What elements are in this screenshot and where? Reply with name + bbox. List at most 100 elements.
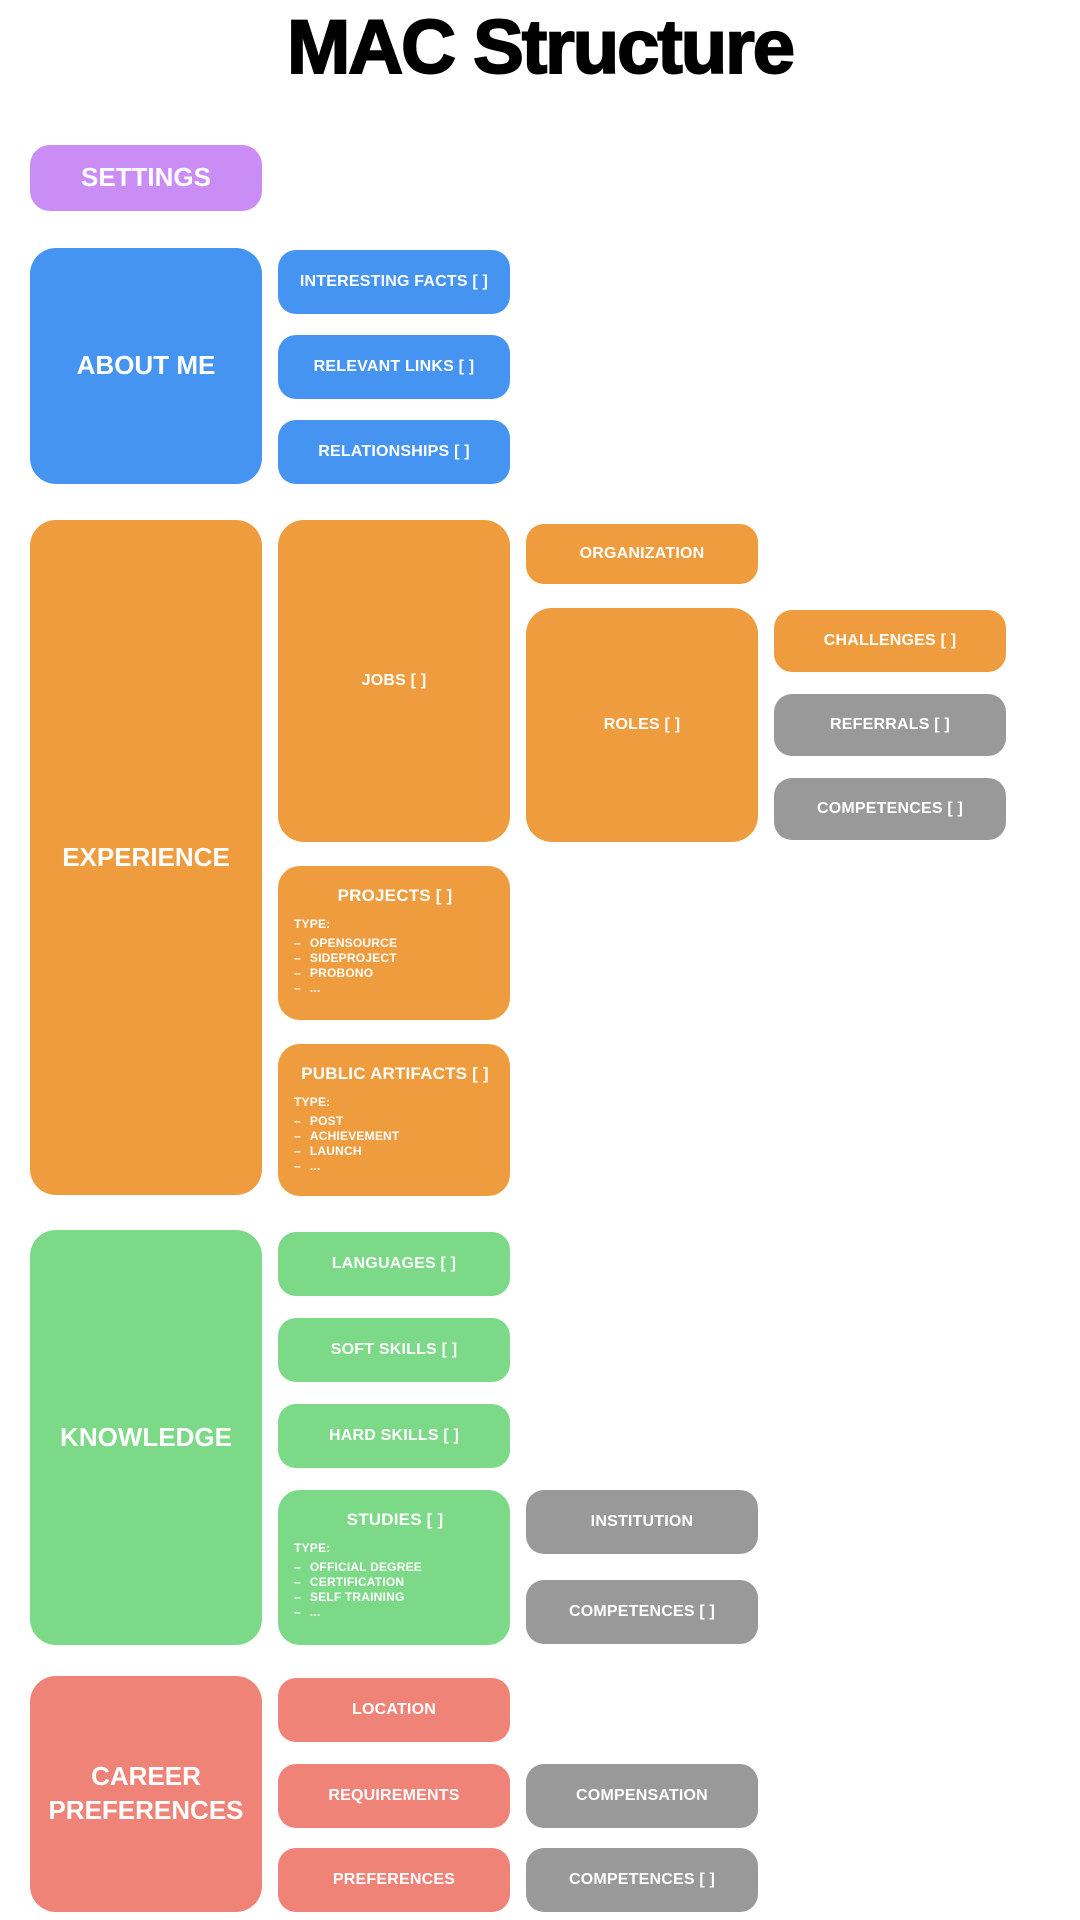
about-me-box[interactable]: ABOUT ME <box>30 248 262 484</box>
preferences-label: PREFERENCES <box>332 1871 456 1888</box>
referrals-box[interactable]: REFERRALS [ ] <box>774 694 1006 756</box>
studies-type-list: TYPE: –OFFICIAL DEGREE–CERTIFICATION–SEL… <box>294 1541 496 1620</box>
hard-skills-label: HARD SKILLS [ ] <box>328 1427 460 1444</box>
type-list-item: –CERTIFICATION <box>294 1575 496 1590</box>
type-list-item-text: ... <box>309 981 321 995</box>
studies-competences-box[interactable]: COMPETENCES [ ] <box>526 1580 758 1644</box>
type-list-item-text: SIDEPROJECT <box>309 951 397 965</box>
challenges-label: CHALLENGES [ ] <box>823 632 957 649</box>
career-competences-label: COMPETENCES [ ] <box>568 1871 716 1888</box>
type-list-item: –... <box>294 1159 496 1174</box>
knowledge-box[interactable]: KNOWLEDGE <box>30 1230 262 1645</box>
soft-skills-label: SOFT SKILLS [ ] <box>330 1341 458 1358</box>
roles-competences-label: COMPETENCES [ ] <box>816 800 964 817</box>
interesting-facts-box[interactable]: INTERESTING FACTS [ ] <box>278 250 510 314</box>
list-bullet: – <box>294 951 301 965</box>
organization-box[interactable]: ORGANIZATION <box>526 524 758 584</box>
requirements-label: REQUIREMENTS <box>328 1787 460 1804</box>
type-list-item-text: POST <box>309 1114 344 1128</box>
type-list-item: –OPENSOURCE <box>294 936 496 951</box>
type-heading: TYPE: <box>294 1095 331 1109</box>
projects-label: PROJECTS [ ] <box>337 886 453 905</box>
public-artifacts-type-list: TYPE: –POST–ACHIEVEMENT–LAUNCH–... <box>294 1095 496 1174</box>
type-list-item: –SIDEPROJECT <box>294 951 496 966</box>
type-list-item: –... <box>294 1605 496 1620</box>
public-artifacts-box[interactable]: PUBLIC ARTIFACTS [ ] TYPE: –POST–ACHIEVE… <box>278 1044 510 1196</box>
type-list-item: –LAUNCH <box>294 1144 496 1159</box>
relationships-box[interactable]: RELATIONSHIPS [ ] <box>278 420 510 484</box>
preferences-box[interactable]: PREFERENCES <box>278 1848 510 1912</box>
list-bullet: – <box>294 1129 301 1143</box>
type-list-item: –SELF TRAINING <box>294 1590 496 1605</box>
roles-competences-box[interactable]: COMPETENCES [ ] <box>774 778 1006 840</box>
institution-label: INSTITUTION <box>590 1513 694 1530</box>
list-bullet: – <box>294 1575 301 1589</box>
relevant-links-label: RELEVANT LINKS [ ] <box>313 358 475 375</box>
organization-label: ORGANIZATION <box>579 545 705 562</box>
soft-skills-box[interactable]: SOFT SKILLS [ ] <box>278 1318 510 1382</box>
languages-label: LANGUAGES [ ] <box>331 1255 457 1272</box>
settings-label: SETTINGS <box>80 162 211 193</box>
list-bullet: – <box>294 1144 301 1158</box>
projects-type-list: TYPE: –OPENSOURCE–SIDEPROJECT–PROBONO–..… <box>294 917 496 996</box>
type-list-item-text: ACHIEVEMENT <box>309 1129 400 1143</box>
location-label: LOCATION <box>352 1701 436 1718</box>
type-list-item: –POST <box>294 1114 496 1129</box>
list-bullet: – <box>294 1560 301 1574</box>
interesting-facts-label: INTERESTING FACTS [ ] <box>299 273 489 290</box>
page-title: MAC Structure <box>286 4 796 91</box>
studies-label: STUDIES [ ] <box>346 1510 444 1529</box>
type-heading: TYPE: <box>294 1541 331 1555</box>
type-list-item-text: PROBONO <box>309 966 374 980</box>
list-bullet: – <box>294 1590 301 1604</box>
roles-label: ROLES [ ] <box>603 716 681 733</box>
hard-skills-box[interactable]: HARD SKILLS [ ] <box>278 1404 510 1468</box>
roles-box[interactable]: ROLES [ ] <box>526 608 758 842</box>
knowledge-label: KNOWLEDGE <box>60 1421 232 1452</box>
type-list-item: –PROBONO <box>294 966 496 981</box>
type-heading: TYPE: <box>294 917 331 931</box>
settings-box[interactable]: SETTINGS <box>30 145 262 211</box>
type-list-item-text: ... <box>309 1605 321 1619</box>
type-list-item: –ACHIEVEMENT <box>294 1129 496 1144</box>
studies-box[interactable]: STUDIES [ ] TYPE: –OFFICIAL DEGREE–CERTI… <box>278 1490 510 1645</box>
institution-box[interactable]: INSTITUTION <box>526 1490 758 1554</box>
studies-competences-label: COMPETENCES [ ] <box>568 1603 716 1620</box>
relationships-label: RELATIONSHIPS [ ] <box>318 443 470 460</box>
challenges-box[interactable]: CHALLENGES [ ] <box>774 610 1006 672</box>
projects-box[interactable]: PROJECTS [ ] TYPE: –OPENSOURCE–SIDEPROJE… <box>278 866 510 1020</box>
compensation-label: COMPENSATION <box>576 1787 708 1804</box>
about-me-label: ABOUT ME <box>76 350 216 381</box>
type-list-item-text: ... <box>309 1159 321 1173</box>
list-bullet: – <box>294 936 301 950</box>
referrals-label: REFERRALS [ ] <box>830 716 950 733</box>
location-box[interactable]: LOCATION <box>278 1678 510 1742</box>
career-preferences-label: CAREER PREFERENCES <box>48 1761 244 1825</box>
career-preferences-box[interactable]: CAREER PREFERENCES <box>30 1676 262 1912</box>
type-list-item: –OFFICIAL DEGREE <box>294 1560 496 1575</box>
public-artifacts-label: PUBLIC ARTIFACTS [ ] <box>301 1064 489 1083</box>
languages-box[interactable]: LANGUAGES [ ] <box>278 1232 510 1296</box>
type-list-item-text: LAUNCH <box>309 1144 362 1158</box>
list-bullet: – <box>294 1159 301 1173</box>
experience-label: EXPERIENCE <box>62 841 230 872</box>
type-list-item-text: CERTIFICATION <box>309 1575 405 1589</box>
type-list-item-text: SELF TRAINING <box>309 1590 405 1604</box>
compensation-box[interactable]: COMPENSATION <box>526 1764 758 1828</box>
jobs-box[interactable]: JOBS [ ] <box>278 520 510 842</box>
type-list-item-text: OFFICIAL DEGREE <box>309 1560 422 1574</box>
list-bullet: – <box>294 1605 301 1619</box>
type-items: –POST–ACHIEVEMENT–LAUNCH–... <box>294 1114 496 1174</box>
type-list-item-text: OPENSOURCE <box>309 936 398 950</box>
experience-box[interactable]: EXPERIENCE <box>30 520 262 1195</box>
career-competences-box[interactable]: COMPETENCES [ ] <box>526 1848 758 1912</box>
type-list-item: –... <box>294 981 496 996</box>
requirements-box[interactable]: REQUIREMENTS <box>278 1764 510 1828</box>
type-items: –OPENSOURCE–SIDEPROJECT–PROBONO–... <box>294 936 496 996</box>
list-bullet: – <box>294 966 301 980</box>
list-bullet: – <box>294 981 301 995</box>
jobs-label: JOBS [ ] <box>361 672 427 689</box>
relevant-links-box[interactable]: RELEVANT LINKS [ ] <box>278 335 510 399</box>
type-items: –OFFICIAL DEGREE–CERTIFICATION–SELF TRAI… <box>294 1560 496 1620</box>
